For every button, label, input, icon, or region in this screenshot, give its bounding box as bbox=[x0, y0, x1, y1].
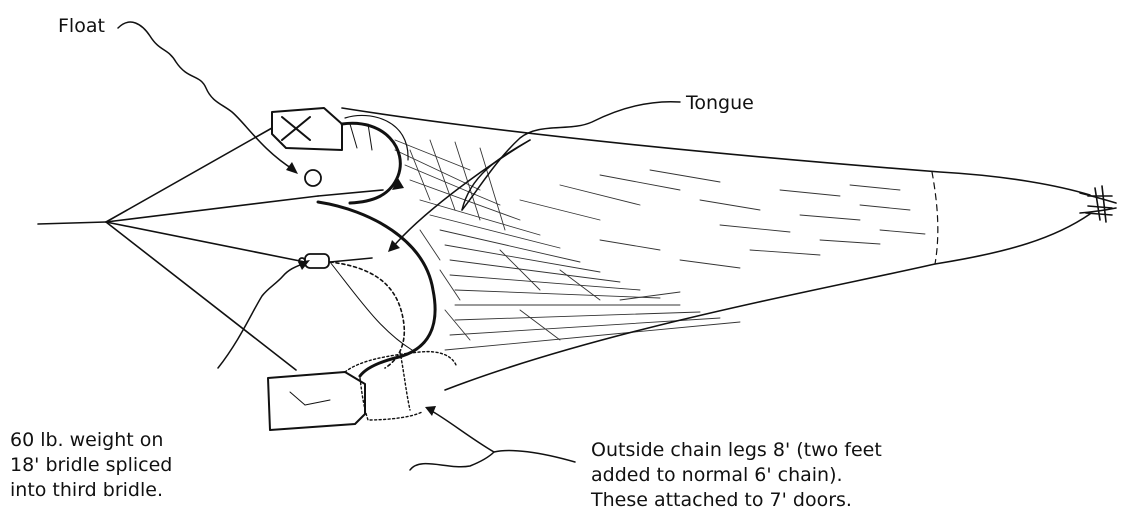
headrope bbox=[342, 115, 408, 203]
net-mesh bbox=[395, 140, 925, 350]
chain-caption: Outside chain legs 8' (two feet added to… bbox=[591, 438, 882, 513]
weight-caption-line-2: 18' bridle spliced bbox=[10, 453, 172, 478]
tongue-label: Tongue bbox=[686, 91, 754, 116]
float-icon bbox=[305, 170, 321, 186]
tow-bridles bbox=[38, 128, 383, 370]
upper-door bbox=[272, 108, 342, 150]
lower-door bbox=[268, 372, 365, 430]
chain-legs bbox=[345, 352, 456, 420]
chain-caption-line-3: These attached to 7' doors. bbox=[591, 488, 882, 513]
chain-caption-line-1: Outside chain legs 8' (two feet bbox=[591, 438, 882, 463]
arrowheads bbox=[286, 162, 436, 416]
footrope bbox=[318, 202, 435, 376]
net-body bbox=[342, 108, 1090, 390]
float-label: Float bbox=[58, 14, 105, 39]
weight-caption-line-1: 60 lb. weight on bbox=[10, 428, 172, 453]
weight-caption: 60 lb. weight on 18' bridle spliced into… bbox=[10, 428, 172, 503]
leader-lines bbox=[118, 22, 680, 470]
chain-caption-line-2: added to normal 6' chain). bbox=[591, 463, 882, 488]
weight-caption-line-3: into third bridle. bbox=[10, 478, 172, 503]
